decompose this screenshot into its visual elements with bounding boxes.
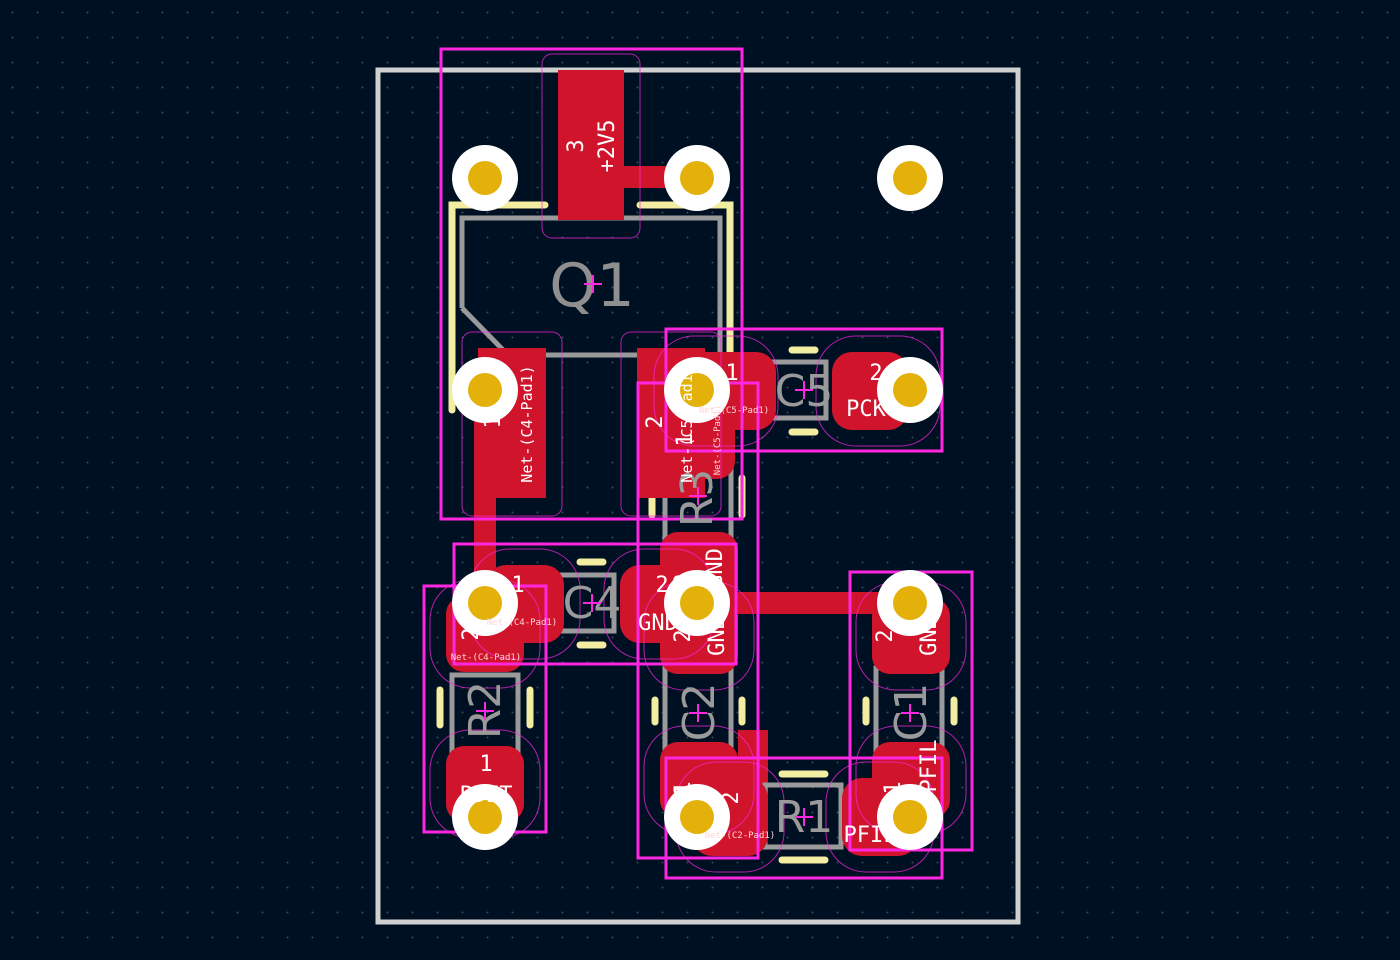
q1-silk-outline-right (636, 201, 734, 414)
c2-pad1-net: Net-(C2-Pad1) (705, 831, 775, 841)
q1-silk-outline (448, 201, 549, 414)
r2-pad2-number: 2 (459, 627, 484, 640)
via (664, 357, 730, 423)
trace-gnd-bus (700, 592, 910, 614)
c5-pad1-net: Net-(C5-Pad1) (699, 406, 769, 416)
q1-courtyard (439, 47, 744, 521)
c5-pad1-number: 1 (725, 361, 738, 386)
r3-pad2-number: 2 (671, 573, 696, 586)
c1-pad1-net: PFIL (917, 740, 942, 793)
via (877, 570, 943, 636)
mounting-hole (877, 145, 943, 211)
r2-pad1-net: PDET (460, 783, 513, 808)
q1-pad1-number: 1 (481, 415, 506, 428)
q1-pad3-net: +2V5 (595, 120, 620, 173)
c4-pad2-net: GND (638, 611, 678, 636)
r1-pad2-net: PFIL (844, 823, 897, 848)
r1-pad2-number: 2 (719, 791, 744, 804)
q1-pad2-net: Net-(C5-Pad1) (678, 365, 696, 482)
anchor-crosses (476, 275, 919, 826)
c2-pad1-number: 1 (671, 781, 696, 794)
via (877, 784, 943, 850)
c1-pad2-net: GND (917, 616, 942, 656)
via (452, 570, 518, 636)
via (452, 784, 518, 850)
r3-pad2-net: GND (703, 548, 728, 588)
via (664, 784, 730, 850)
c2-pad2-net: GND (705, 616, 730, 656)
c2-pad2-number: 2 (671, 629, 696, 642)
c5-pad2-net: PCK (846, 397, 886, 422)
q1-pad2-number: 2 (643, 415, 668, 428)
c4-pad2-number: 2 (655, 573, 668, 598)
r2-pad2-net: Net-(C4-Pad1) (451, 653, 521, 663)
r3-pad1-net: Net-(C5-Pad1) (713, 405, 723, 475)
via (452, 357, 518, 423)
c4-pad1-number: 1 (511, 573, 524, 598)
q1-pad1-net: Net-(C4-Pad1) (518, 365, 536, 482)
q1-fab-outline (459, 215, 723, 358)
pad-labels: 3 +2V5 1 Net-(C4-Pad1) 2 Net-(C5-Pad1) 1… (451, 120, 942, 848)
q1-pad3-number: 3 (564, 139, 589, 152)
vias (452, 145, 943, 850)
via (877, 357, 943, 423)
via (452, 145, 518, 211)
via (664, 570, 730, 636)
board-outline (375, 67, 1021, 925)
r1-pad1-number: 1 (671, 783, 696, 796)
r3-pad-1[interactable] (657, 405, 735, 479)
r2-pad1-number: 1 (479, 752, 492, 777)
c4-pad1-net: Net-(C4-Pad1) (487, 618, 557, 628)
r3-pad1-number: 1 (673, 433, 698, 446)
q1-pad-3[interactable] (558, 70, 624, 220)
via (664, 145, 730, 211)
c5-pad2-number: 2 (869, 361, 882, 386)
c1-pad1-number: 1 (881, 781, 906, 794)
c1-pad2-number: 2 (873, 629, 898, 642)
